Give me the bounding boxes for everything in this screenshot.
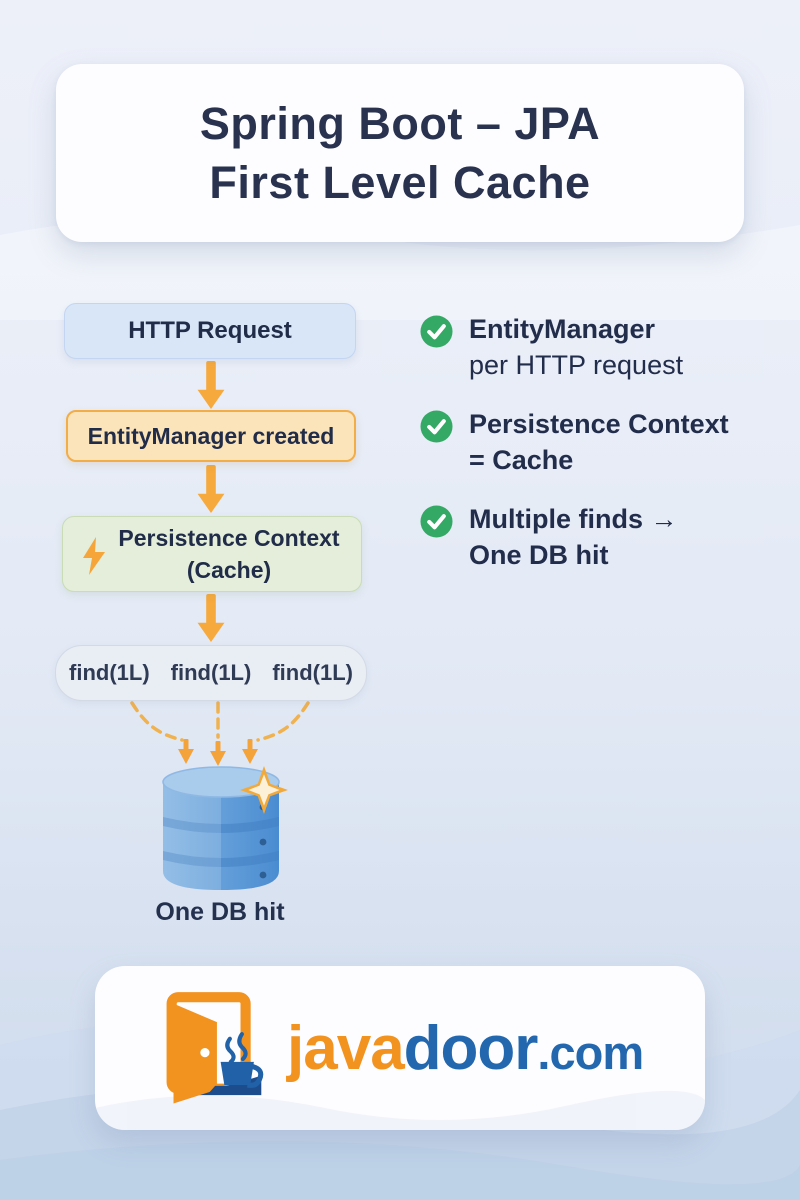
flow-step-persistence-context: Persistence Context (Cache) xyxy=(62,516,362,592)
bullet-text: Persistence Context = Cache xyxy=(469,407,729,478)
flow-step-find-calls: find(1L) find(1L) find(1L) xyxy=(55,645,367,701)
check-circle-icon xyxy=(420,315,453,348)
sparkle-icon xyxy=(240,766,288,814)
title-card: Spring Boot – JPA First Level Cache xyxy=(56,64,744,242)
persistence-context-line2: (Cache) xyxy=(186,557,272,583)
bullet-subtitle: per HTTP request xyxy=(469,349,684,380)
down-arrow-icon xyxy=(197,361,225,409)
brand-wordmark: java door .com xyxy=(287,1013,644,1084)
page-title-line2: First Level Cache xyxy=(209,157,591,208)
javadoor-logo-icon xyxy=(166,992,264,1104)
flow-step-http-request: HTTP Request xyxy=(64,303,356,359)
bullet-text: EntityManager per HTTP request xyxy=(469,312,683,383)
find-call-1: find(1L) xyxy=(69,660,150,685)
converging-dashed-arrows-icon xyxy=(130,701,310,766)
find-call-2: find(1L) xyxy=(170,660,252,685)
check-circle-icon xyxy=(420,410,453,443)
brand-java: java xyxy=(287,1013,405,1083)
bullet-subtitle: = Cache xyxy=(469,444,574,475)
down-arrow-icon xyxy=(197,594,225,642)
database-icon xyxy=(162,766,280,890)
bullet-title: Persistence Context xyxy=(469,409,729,439)
bullet-multiple-finds-one-hit: Multiple finds → One DB hit xyxy=(420,502,780,573)
lightning-icon xyxy=(83,537,105,575)
db-caption: One DB hit xyxy=(155,898,285,926)
persistence-context-line1: Persistence Context xyxy=(118,524,340,551)
bullet-text: Multiple finds → One DB hit xyxy=(469,502,678,573)
bullet-entitymanager-per-request: EntityManager per HTTP request xyxy=(420,312,780,383)
check-circle-icon xyxy=(420,505,453,538)
down-arrow-icon xyxy=(197,465,225,513)
flow-step-http-request-label: HTTP Request xyxy=(128,317,292,344)
bullet-title: Multiple finds → xyxy=(469,504,678,534)
bullet-title: EntityManager xyxy=(469,314,656,344)
flow-step-entitymanager-created-label: EntityManager created xyxy=(87,422,335,449)
page-title-line1: Spring Boot – JPA xyxy=(199,97,601,149)
bullet-persistence-context-cache: Persistence Context = Cache xyxy=(420,407,780,478)
brand-tld: .com xyxy=(537,1025,644,1079)
footer-brand-card: java door .com xyxy=(95,966,705,1130)
find-call-3: find(1L) xyxy=(272,660,353,685)
flow-step-entitymanager-created: EntityManager created xyxy=(66,410,356,462)
brand-door: door xyxy=(403,1013,539,1083)
bullet-subtitle: One DB hit xyxy=(469,539,609,570)
flow-step-persistence-context-label: Persistence Context (Cache) xyxy=(118,522,339,586)
